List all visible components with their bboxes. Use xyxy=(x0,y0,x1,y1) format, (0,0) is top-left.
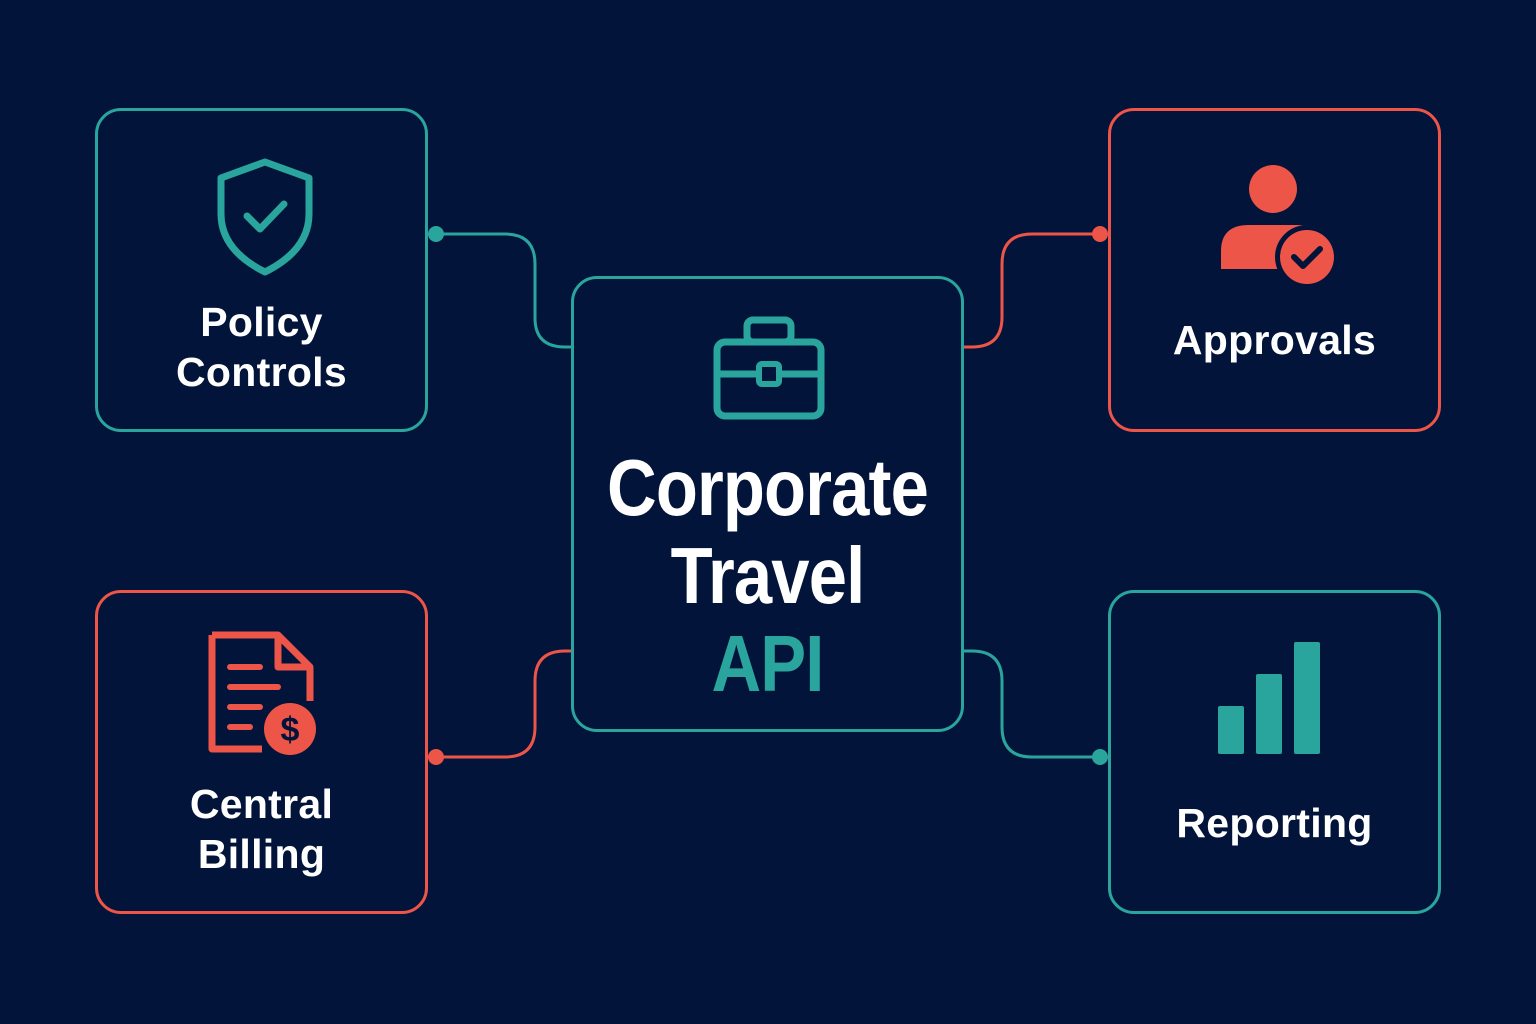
connector-billing-dot xyxy=(428,749,444,765)
policy-label: Policy Controls xyxy=(98,297,425,397)
connector-approvals xyxy=(963,232,1100,349)
node-corporate-travel-api: Corporate Travel API xyxy=(571,276,964,732)
billing-label: Central Billing xyxy=(98,779,425,879)
invoice-dollar-icon: $ xyxy=(208,631,320,759)
node-policy-controls: Policy Controls xyxy=(95,108,428,432)
connector-approvals-dot xyxy=(1092,226,1108,242)
billing-label-line2: Billing xyxy=(197,831,326,877)
node-reporting: Reporting xyxy=(1108,590,1441,914)
billing-label-line1: Central xyxy=(189,781,334,827)
connector-reporting xyxy=(963,649,1100,759)
center-title-line1: Corporate xyxy=(606,443,929,532)
briefcase-icon xyxy=(713,316,825,420)
connector-policy xyxy=(436,232,572,349)
connector-billing xyxy=(436,649,572,759)
approvals-label: Approvals xyxy=(1172,317,1377,363)
reporting-label: Reporting xyxy=(1176,800,1373,846)
center-title-line3: API xyxy=(711,619,824,708)
connector-policy-dot xyxy=(428,226,444,242)
user-check-icon xyxy=(1221,165,1339,289)
connector-reporting-dot xyxy=(1092,749,1108,765)
center-title-line2: Travel xyxy=(670,531,866,620)
policy-label-line2: Controls xyxy=(176,349,347,395)
svg-text:$: $ xyxy=(281,711,300,749)
bar-chart-icon xyxy=(1218,642,1320,754)
shield-check-icon xyxy=(217,158,313,276)
policy-label-line1: Policy xyxy=(200,299,323,345)
node-approvals: Approvals xyxy=(1108,108,1441,432)
center-title: Corporate Travel API xyxy=(601,444,934,708)
node-central-billing: $ Central Billing xyxy=(95,590,428,914)
